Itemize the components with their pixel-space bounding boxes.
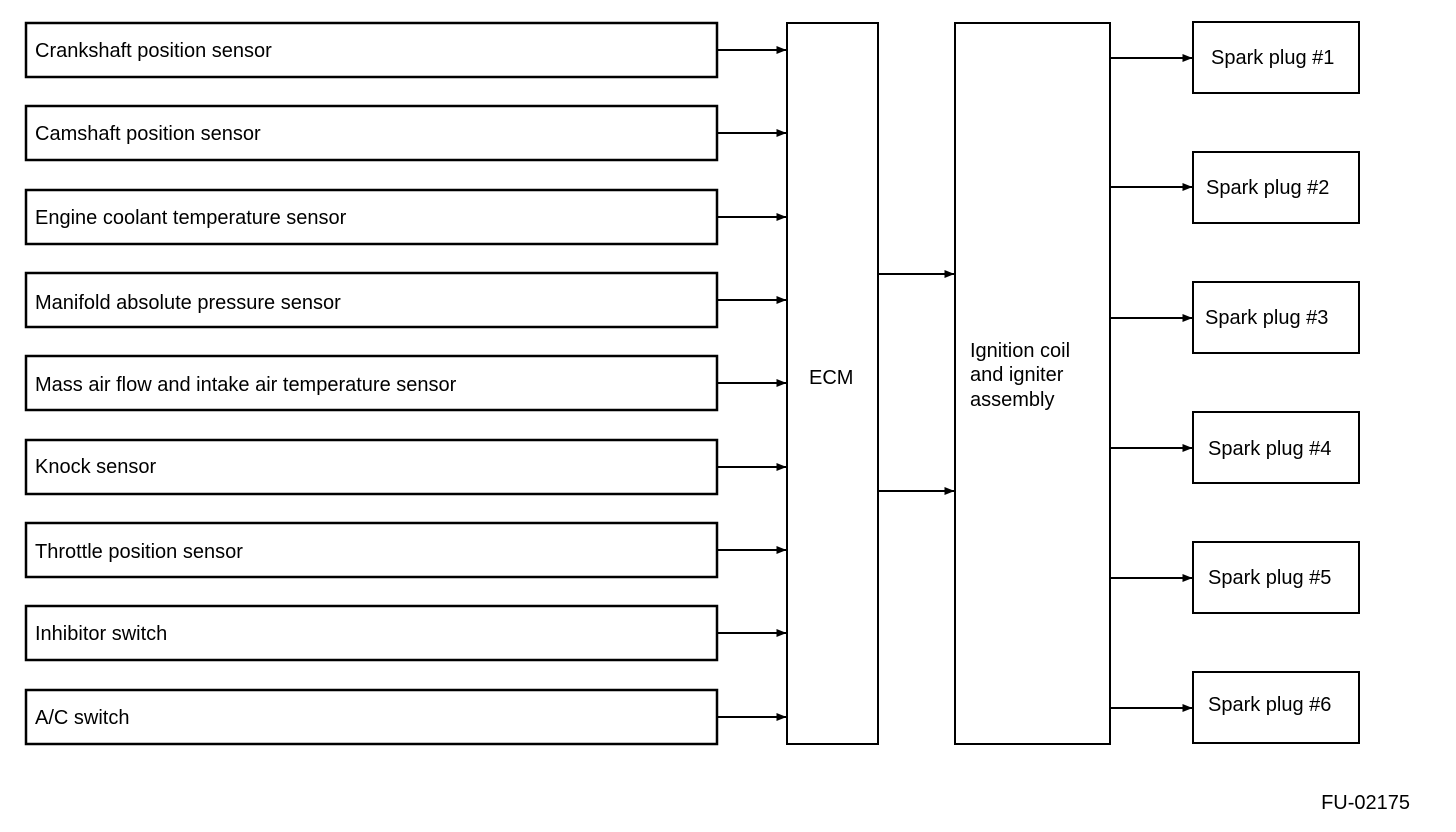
spark-plug-box: [1192, 281, 1360, 354]
spark-plug-label: Spark plug #5: [1208, 567, 1331, 589]
sensor-label: Mass air flow and intake air temperature…: [35, 374, 457, 396]
figure-code: FU-02175: [1321, 792, 1410, 814]
ignition-label-line: and igniter: [970, 364, 1064, 386]
sensor-label: Manifold absolute pressure sensor: [35, 292, 341, 314]
sensor-group: Crankshaft position sensor Camshaft posi…: [24, 21, 787, 746]
sensor-label: A/C switch: [35, 707, 129, 729]
spark-plug-box: [1192, 411, 1360, 484]
spark-plug-6: Spark plug #6: [1110, 671, 1360, 744]
spark-plug-label: Spark plug #1: [1211, 47, 1334, 69]
spark-plug-label: Spark plug #6: [1208, 694, 1331, 716]
spark-plug-5: Spark plug #5: [1110, 541, 1360, 614]
ignition-coil-block: Ignition coil and igniter assembly: [954, 22, 1111, 745]
sensor-box: [24, 521, 719, 579]
spark-plug-label: Spark plug #2: [1206, 177, 1329, 199]
sensor-box: [24, 104, 719, 162]
sensor-label: Throttle position sensor: [35, 541, 243, 563]
sensor-label: Camshaft position sensor: [35, 123, 261, 145]
sensor-ac-switch: A/C switch: [24, 688, 787, 746]
ignition-label-line: assembly: [970, 389, 1054, 411]
sensor-box: [24, 188, 719, 246]
ecm-box: [786, 22, 879, 745]
ecm-label: ECM: [809, 367, 853, 389]
ignition-coil-box: [954, 22, 1111, 745]
sensor-box: [24, 21, 719, 79]
sensor-box: [24, 271, 719, 329]
sensor-label: Inhibitor switch: [35, 623, 167, 645]
sensor-inhibitor-switch: Inhibitor switch: [24, 604, 787, 662]
spark-plug-box: [1192, 151, 1360, 224]
spark-plug-box: [1192, 671, 1360, 744]
spark-plug-label: Spark plug #4: [1208, 438, 1331, 460]
spark-plug-1: Spark plug #1: [1110, 21, 1360, 94]
sensor-throttle-position: Throttle position sensor: [24, 521, 787, 579]
sensor-label: Crankshaft position sensor: [35, 40, 272, 62]
spark-plug-2: Spark plug #2: [1110, 151, 1360, 224]
spark-plug-box: [1192, 21, 1360, 94]
ignition-label-line: Ignition coil: [970, 340, 1070, 362]
sensor-label: Engine coolant temperature sensor: [35, 207, 347, 229]
spark-plug-box: [1192, 541, 1360, 614]
sensor-crankshaft-position: Crankshaft position sensor: [24, 21, 787, 79]
sensor-camshaft-position: Camshaft position sensor: [24, 104, 787, 162]
sensor-engine-coolant-temperature: Engine coolant temperature sensor: [24, 188, 787, 246]
sensor-manifold-absolute-pressure: Manifold absolute pressure sensor: [24, 271, 787, 329]
spark-plug-3: Spark plug #3: [1110, 281, 1360, 354]
spark-plug-group: Spark plug #1 Spark plug #2 Spark plug #…: [1110, 21, 1360, 744]
ecm-block: ECM: [786, 22, 879, 745]
sensor-mass-air-flow: Mass air flow and intake air temperature…: [24, 354, 787, 412]
sensor-box: [24, 688, 719, 746]
spark-plug-4: Spark plug #4: [1110, 411, 1360, 484]
spark-plug-label: Spark plug #3: [1205, 307, 1328, 329]
sensor-label: Knock sensor: [35, 456, 157, 478]
sensor-knock: Knock sensor: [24, 438, 787, 496]
